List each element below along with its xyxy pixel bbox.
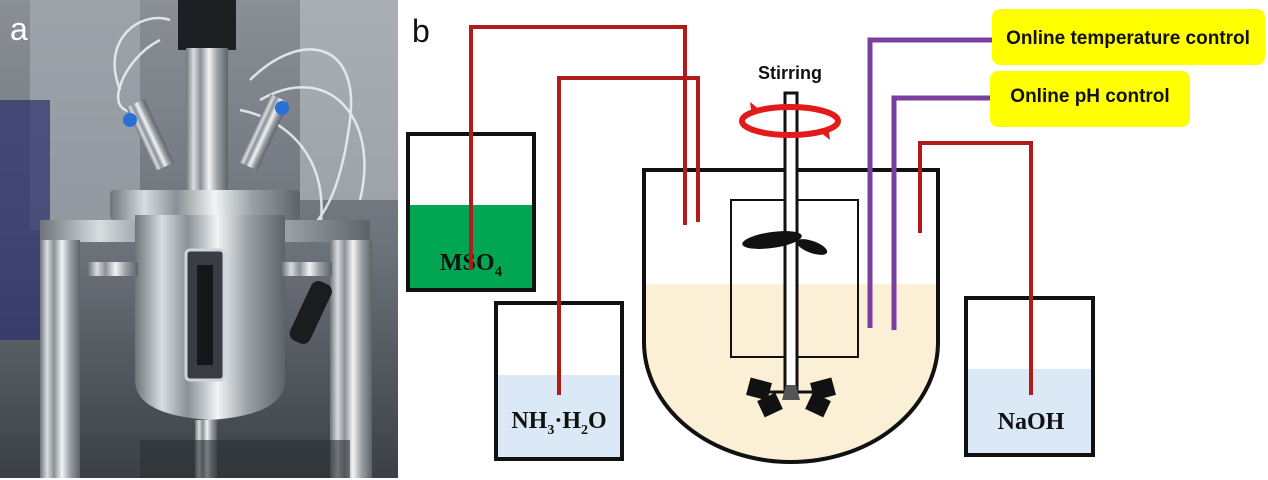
mso4-feed-tube bbox=[469, 25, 687, 270]
panel-a-letter: a bbox=[10, 11, 28, 47]
shaft-column bbox=[186, 48, 228, 198]
ph-callout-text: Online pH control bbox=[1010, 86, 1169, 107]
naoh-feed-tube bbox=[918, 141, 1033, 395]
reactor-vessel bbox=[642, 170, 940, 464]
stirring-label: Stirring bbox=[758, 63, 822, 83]
ph-callout: Online pH control bbox=[990, 71, 1190, 127]
panel-b-letter: b bbox=[412, 13, 430, 49]
impeller-lower bbox=[746, 377, 836, 418]
stirring-rotation-arrow bbox=[739, 102, 841, 140]
panel-b-diagram: b Stirring bbox=[406, 9, 1265, 464]
ammonia-label: NH3·H2O bbox=[511, 408, 606, 438]
ammonia-feed-tube bbox=[557, 76, 700, 395]
ph-probe bbox=[891, 95, 992, 330]
temperature-callout-text: Online temperature control bbox=[1006, 28, 1250, 49]
panel-a-photo bbox=[0, 0, 398, 478]
top-flange bbox=[110, 190, 300, 220]
temperature-callout: Online temperature control bbox=[992, 9, 1265, 65]
naoh-label: NaOH bbox=[998, 409, 1065, 435]
motor bbox=[178, 0, 236, 50]
temperature-probe bbox=[867, 37, 994, 328]
feed-tubes bbox=[469, 25, 1033, 395]
propeller-upper bbox=[742, 231, 828, 255]
control-probes bbox=[867, 37, 994, 330]
mso4-label: MSO4 bbox=[440, 250, 503, 280]
